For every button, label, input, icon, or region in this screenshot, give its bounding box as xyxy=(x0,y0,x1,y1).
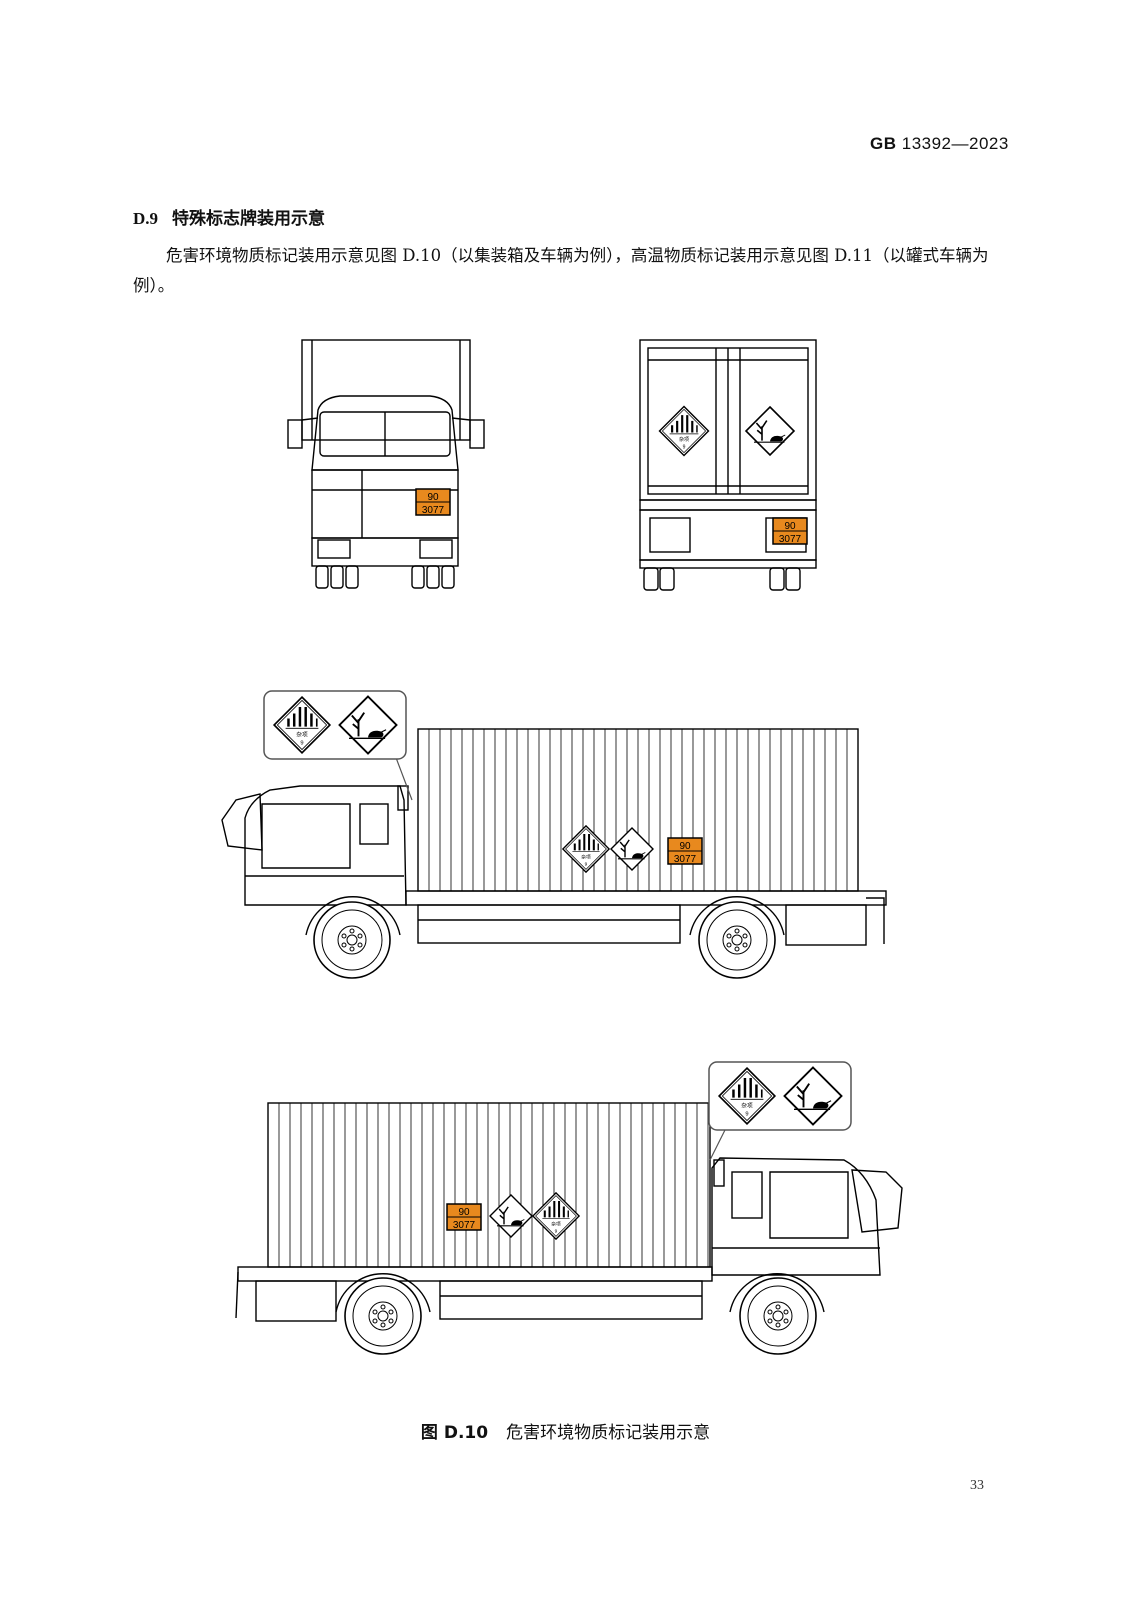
side-b-class9-label xyxy=(532,1192,580,1240)
section-title: 特殊标志牌装用示意 xyxy=(172,209,326,229)
side-a-front-wheel xyxy=(313,901,391,979)
side-a-env-label xyxy=(610,827,654,871)
front-placard xyxy=(415,488,451,517)
figure-title: 危害环境物质标记装用示意 xyxy=(506,1423,711,1443)
truck-rear-view xyxy=(639,339,817,591)
side-a-placard xyxy=(667,837,703,866)
standard-prefix: GB xyxy=(870,134,897,153)
side-b-label-callout xyxy=(709,1062,851,1130)
rear-placard xyxy=(772,517,808,546)
figure-caption: 图 D.10 危害环境物质标记装用示意 xyxy=(0,1418,1131,1443)
rear-env-label xyxy=(745,406,795,456)
standard-number: 13392—2023 xyxy=(901,134,1009,153)
section-number: D.9 xyxy=(133,209,159,228)
standard-code: GB 13392—2023 xyxy=(870,134,1009,154)
figure-number: 图 D.10 xyxy=(420,1423,489,1443)
truck-side-view-a xyxy=(221,728,887,946)
body-paragraph: 危害环境物质标记装用示意见图 D.10（以集装箱及车辆为例），高温物质标记装用示… xyxy=(133,246,989,295)
side-b-placard xyxy=(446,1203,482,1232)
rear-class9-label xyxy=(658,405,710,457)
side-a-class9-label xyxy=(562,825,610,873)
section-heading: D.9 特殊标志牌装用示意 xyxy=(133,204,325,229)
page-number: 33 xyxy=(970,1478,984,1493)
side-b-rear-wheel xyxy=(344,1277,422,1355)
side-b-front-wheel xyxy=(739,1277,817,1355)
side-b-env-label xyxy=(489,1194,533,1238)
side-a-rear-wheel xyxy=(698,901,776,979)
side-a-label-callout xyxy=(264,691,406,759)
truck-side-view-b xyxy=(235,1102,903,1322)
truck-front-view xyxy=(287,339,485,589)
